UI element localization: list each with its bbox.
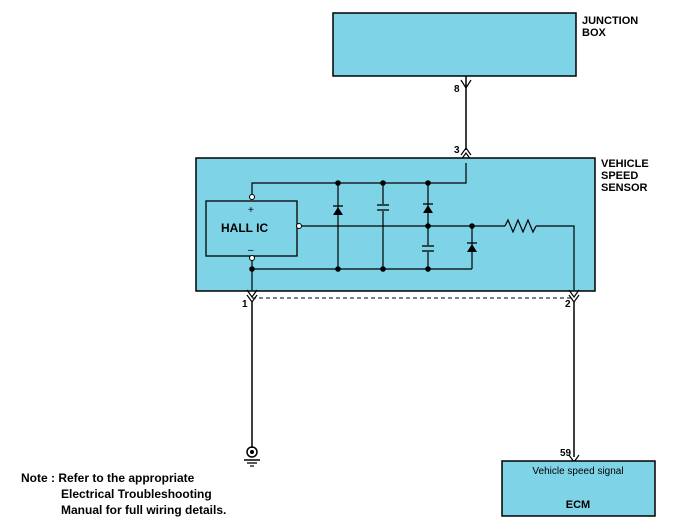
junction-box-label-2: BOX xyxy=(582,27,607,39)
sensor-label-2: SPEED xyxy=(601,170,638,182)
junction-box[interactable] xyxy=(332,12,577,77)
sensor-pin-1: 1 xyxy=(242,299,248,310)
hall-ic-output-terminal xyxy=(296,223,302,229)
ecm-label: ECM xyxy=(566,499,590,511)
junction-box-pin-8: 8 xyxy=(454,84,460,95)
note-line-1: Note : Refer to the appropriate xyxy=(21,471,195,485)
hall-ic[interactable] xyxy=(205,200,298,257)
ground-icon xyxy=(244,446,260,467)
ecm-signal-label: Vehicle speed signal xyxy=(532,466,623,477)
connector-1-chevron-a xyxy=(246,289,258,299)
diode-1-icon xyxy=(333,205,343,215)
hall-ic-plus: + xyxy=(248,205,254,216)
sensor-label-3: SENSOR xyxy=(601,182,648,194)
connector-3-chevron-a xyxy=(460,146,472,156)
sensor-label-1: VEHICLE xyxy=(601,158,649,170)
connector-2-chevron-a xyxy=(568,289,580,299)
junction-box-label-1: JUNCTION xyxy=(582,15,638,27)
ecm-box[interactable] xyxy=(501,460,656,517)
hall-ic-label: HALL IC xyxy=(221,221,268,235)
ecm-pin-59: 59 xyxy=(560,448,572,459)
hall-ic-minus-terminal xyxy=(249,255,255,261)
capacitor-1-icon xyxy=(376,204,390,211)
capacitor-2-icon xyxy=(421,245,435,252)
note-line-2: Electrical Troubleshooting xyxy=(61,487,212,501)
sensor-pin-3: 3 xyxy=(454,145,460,156)
hall-ic-plus-terminal xyxy=(249,194,255,200)
diode-2-icon xyxy=(423,203,433,213)
diode-3-icon xyxy=(467,242,477,252)
hall-ic-minus: – xyxy=(248,245,254,256)
note-line-3: Manual for full wiring details. xyxy=(61,503,227,517)
junction-dots xyxy=(249,180,475,272)
note-text: Note : Refer to the appropriate Electric… xyxy=(21,470,226,518)
sensor-pin-2: 2 xyxy=(565,299,571,310)
